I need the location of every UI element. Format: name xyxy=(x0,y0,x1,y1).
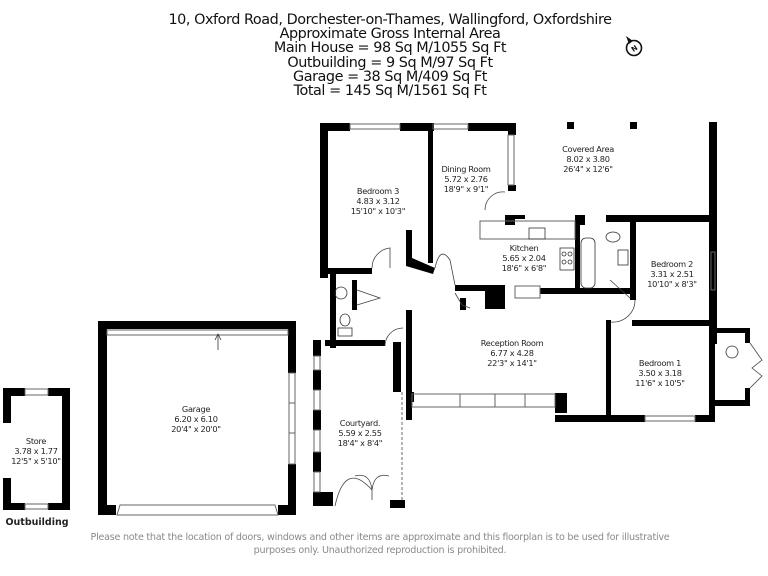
room-metric: 5.72 x 2.76 xyxy=(444,174,487,184)
room-courtyard: Courtyard. 5.59 x 2.55 18'4" x 8'4" xyxy=(338,418,383,448)
room-dining-room: Dining Room 5.72 x 2.76 18'9" x 9'1" xyxy=(441,164,491,194)
property-address: 10, Oxford Road, Dorchester-on-Thames, W… xyxy=(168,12,612,28)
room-name: Bedroom 2 xyxy=(651,259,693,269)
room-store: Store 3.78 x 1.77 12'5" x 5'10" xyxy=(11,436,61,466)
room-reception-room: Reception Room 6.77 x 4.28 22'3" x 14'1" xyxy=(481,338,544,368)
fixtures xyxy=(214,227,739,359)
room-imperial: 12'5" x 5'10" xyxy=(11,456,60,466)
room-metric: 6.77 x 4.28 xyxy=(490,348,533,358)
room-bedroom-3: Bedroom 3 4.83 x 3.12 15'10" x 10'3" xyxy=(351,186,406,216)
north-arrow-icon: N xyxy=(625,36,643,57)
walls xyxy=(3,122,750,515)
room-imperial: 18'6" x 6'8" xyxy=(502,263,547,273)
room-name: Bedroom 3 xyxy=(357,186,399,196)
room-metric: 5.59 x 2.55 xyxy=(338,428,381,438)
room-metric: 3.50 x 3.18 xyxy=(638,368,681,378)
room-metric: 3.31 x 2.51 xyxy=(650,269,693,279)
room-labels: Bedroom 3 4.83 x 3.12 15'10" x 10'3" Din… xyxy=(11,144,697,466)
disclaimer: Please note that the location of doors, … xyxy=(60,531,700,557)
room-name: Kitchen xyxy=(510,243,539,253)
room-imperial: 20'4" x 20'0" xyxy=(171,424,220,434)
room-imperial: 10'10" x 8'3" xyxy=(647,279,696,289)
outbuilding-label: Outbuilding xyxy=(5,517,68,528)
room-name: Courtyard. xyxy=(340,418,380,428)
door-swings xyxy=(334,191,763,507)
outbuilding-area: Outbuilding = 9 Sq M/97 Sq Ft xyxy=(287,54,493,71)
room-imperial: 18'4" x 8'4" xyxy=(338,438,383,448)
room-name: Store xyxy=(26,436,46,446)
main-house-area: Main House = 98 Sq M/1055 Sq Ft xyxy=(273,40,507,57)
room-imperial: 18'9" x 9'1" xyxy=(444,184,489,194)
room-name: Bedroom 1 xyxy=(639,358,681,368)
room-imperial: 26'4" x 12'6" xyxy=(563,164,612,174)
garage-area: Garage = 38 Sq M/409 Sq Ft xyxy=(293,68,487,85)
disclaimer-line-1: Please note that the location of doors, … xyxy=(90,532,670,543)
svg-text:N: N xyxy=(630,44,640,54)
room-covered-area: Covered Area 8.02 x 3.80 26'4" x 12'6" xyxy=(562,144,614,174)
room-name: Covered Area xyxy=(562,144,614,154)
room-name: Reception Room xyxy=(481,338,544,348)
room-imperial: 11'6" x 10'5" xyxy=(635,378,684,388)
total-area: Total = 145 Sq M/1561 Sq Ft xyxy=(293,83,487,100)
room-garage: Garage 6.20 x 6.10 20'4" x 20'0" xyxy=(171,404,221,434)
room-metric: 5.65 x 2.04 xyxy=(502,253,545,263)
room-imperial: 22'3" x 14'1" xyxy=(487,358,536,368)
room-imperial: 15'10" x 10'3" xyxy=(351,206,405,216)
room-bedroom-1: Bedroom 1 3.50 x 3.18 11'6" x 10'5" xyxy=(635,358,685,388)
room-metric: 4.83 x 3.12 xyxy=(356,196,399,206)
floorplan-header: 10, Oxford Road, Dorchester-on-Thames, W… xyxy=(110,12,670,100)
room-metric: 8.02 x 3.80 xyxy=(566,154,609,164)
room-metric: 6.20 x 6.10 xyxy=(174,414,217,424)
room-name: Dining Room xyxy=(441,164,490,174)
room-bedroom-2: Bedroom 2 3.31 x 2.51 10'10" x 8'3" xyxy=(647,259,697,289)
room-kitchen: Kitchen 5.65 x 2.04 18'6" x 6'8" xyxy=(502,243,547,273)
room-metric: 3.78 x 1.77 xyxy=(14,446,57,456)
windows xyxy=(24,123,716,516)
area-subtitle: Approximate Gross Internal Area xyxy=(279,26,501,43)
disclaimer-line-2: purposes only. Unauthorized reproduction… xyxy=(253,545,507,556)
room-name: Garage xyxy=(182,404,210,414)
